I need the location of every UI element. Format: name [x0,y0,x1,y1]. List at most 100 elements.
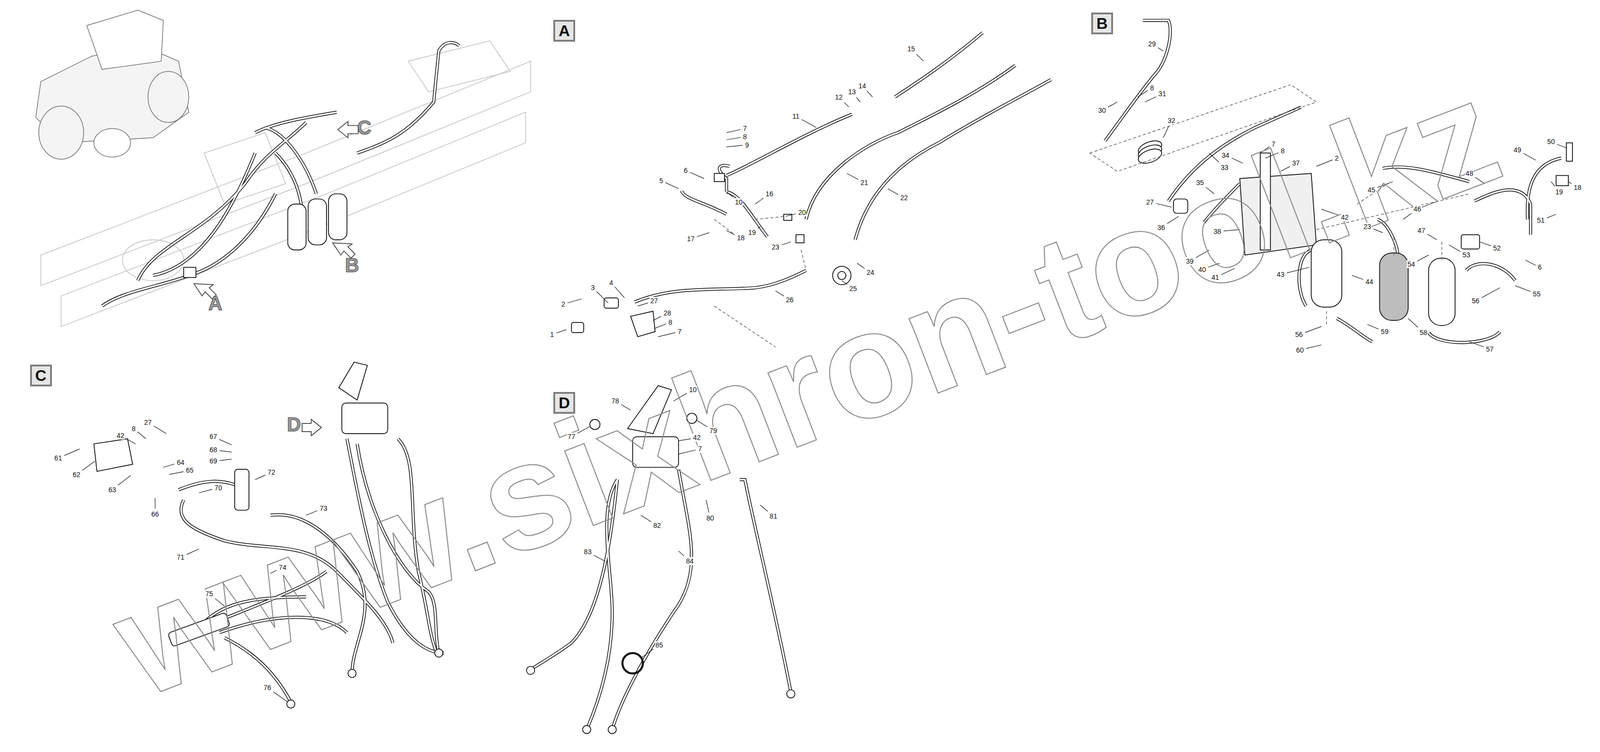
callout-number: 66 [150,510,160,518]
drawing-stroke [786,689,796,698]
leader-line [163,463,175,468]
leader-line [726,145,743,147]
callout-number: 59 [1380,327,1390,336]
leader-line [137,431,146,439]
callout-number: 14 [858,82,867,90]
callout-number: 24 [865,268,875,277]
callout-number: 46 [1413,205,1422,213]
leader-line [781,241,791,245]
section-box: D [553,391,575,414]
callout-number: 56 [1294,330,1304,339]
callout-number: 3 [590,283,596,292]
callout-number: 21 [860,178,869,187]
leader-line [273,691,288,702]
leader-line [1449,244,1461,252]
drawing-stroke [234,469,249,511]
callout-number: 8 [1149,83,1155,92]
callout-number: 36 [1156,223,1166,232]
callout-number: 30 [1097,106,1107,115]
drawing-stroke [1556,175,1569,186]
leader-line [1568,181,1572,184]
callout-number: 42 [1340,213,1350,222]
callout-number: 35 [1195,178,1205,187]
drawing-stroke [434,648,444,657]
leader-line [726,191,733,198]
callout-number: 10 [734,198,744,206]
drawing-stroke [837,271,846,280]
callout-number: 72 [266,468,276,476]
callout-number: 7 [697,444,703,453]
section-letter: A [558,22,571,40]
leader-line [219,450,232,452]
leader-line [1408,318,1418,328]
callout-number: 33 [1220,163,1230,172]
drawing-stroke [622,652,643,674]
callout-number: 17 [686,234,696,243]
leader-line [1157,47,1164,52]
callout-number: 34 [1221,151,1231,160]
callout-number: 8 [668,318,674,327]
callout-number: 43 [1276,270,1286,279]
leader-line [118,475,131,486]
leader-line [1557,143,1567,148]
callout-number: 63 [107,485,117,494]
leader-line [1137,90,1149,97]
leader-line [556,329,567,333]
callout-number: 8 [1280,146,1286,155]
leader-line [775,290,784,297]
leader-line [1352,275,1364,280]
callout-number: 7 [742,124,748,133]
section-box: A [553,20,575,42]
section-box: C [30,364,52,387]
callout-number: 60 [1295,346,1305,354]
leader-line [1481,287,1500,298]
leader-line [654,324,667,329]
leader-line [843,102,849,107]
drawing-stroke [832,266,852,285]
callout-number: 85 [655,640,664,649]
leader-line [153,426,166,434]
callout-number: 55 [1532,289,1542,298]
callout-number: 67 [208,432,218,441]
leader-line [697,232,710,237]
callout-number: 27 [649,296,659,305]
leader-line [726,137,741,140]
callout-number: 42 [116,431,125,440]
callout-number: 13 [847,87,857,96]
callout-number: 53 [1461,250,1471,259]
leader-line [199,489,213,493]
drawing-stroke [286,699,295,708]
drawing-stroke [86,10,164,70]
leader-line [665,182,679,189]
view-letter: D [286,413,302,435]
leader-line [567,298,582,303]
callout-number: 62 [72,470,82,479]
callout-number: 12 [834,93,844,102]
leader-line [866,90,873,97]
callout-number: 20 [797,208,807,217]
leader-line [1515,285,1531,292]
leader-line [1306,344,1322,349]
callout-number: 11 [791,112,800,121]
leader-line [801,119,817,128]
callout-number: 4 [608,278,614,287]
drawing-stroke [604,297,619,308]
leader-line [255,474,266,480]
callout-number: 28 [662,308,672,317]
leader-line [219,458,232,461]
drawing-stroke [796,234,805,244]
drawing-stroke [204,132,286,205]
leader-line [1367,324,1379,329]
callout-number: 68 [208,445,218,454]
callout-number: 39 [1185,257,1195,266]
callout-number: 70 [214,483,224,492]
view-letter: C [356,117,372,138]
callout-number: 10 [688,385,698,394]
view-letter: B [344,254,360,276]
drawing-stroke [714,173,725,182]
leader-line [678,550,684,556]
callout-number: 45 [1367,185,1376,194]
section-letter: C [35,367,47,384]
callout-number: 61 [53,453,63,462]
callout-number: 19 [747,228,757,237]
